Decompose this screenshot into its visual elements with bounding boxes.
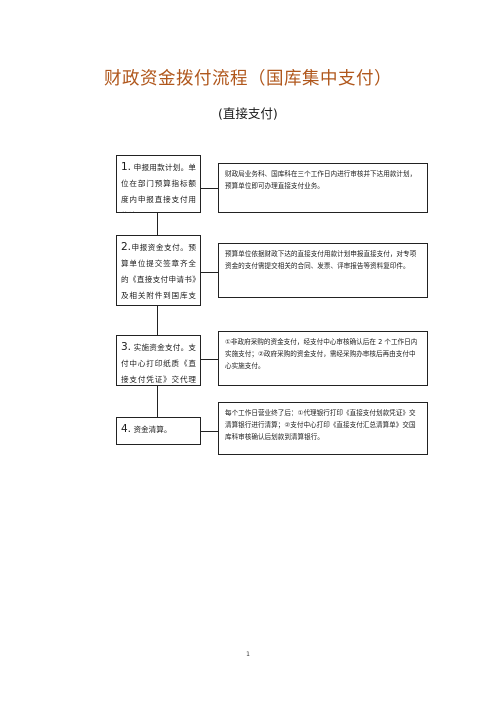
step-box-1: 1. 申报用款计划。单位在部门预算指标额度内申报直接支付用款计 划	[116, 155, 201, 213]
document-subtitle: (直接支付)	[218, 106, 278, 121]
page-number: 1	[246, 651, 250, 658]
desc-box-2: 预算单位依据财政下达的直接支付用款计划申报直接支付，对专项资金的支付需提交相关的…	[218, 243, 428, 298]
desc-box-4: 每个工作日营业终了后：①代理银行打印《直接支付划款凭证》交清算银行进行清算；②支…	[218, 402, 428, 455]
connector-3-4	[157, 386, 158, 417]
connector-step2-desc	[201, 272, 218, 273]
step-text: 资金清算。	[131, 425, 172, 434]
desc-text: 每个工作日营业终了后：①代理银行打印《直接支付划款凭证》交清算银行进行清算；②支…	[225, 409, 416, 441]
document-title: 财政资金拨付流程（国库集中支付）	[104, 69, 392, 89]
step-number: 1.	[121, 161, 132, 173]
step-text: 实施资金支付。支付中心打印纸质《直接支付凭证》交代理银行。	[121, 343, 196, 384]
step-box-2: 2.申报资金支付。预算单位提交签章齐全的《直接支付申请书》及相关附件到国库支付中	[116, 235, 201, 306]
connector-step1-desc	[201, 188, 218, 189]
step-number: 4.	[121, 423, 132, 435]
desc-text: 预算单位依据财政下达的直接支付用款计划申报直接支付，对专项资金的支付需提交相关的…	[225, 250, 417, 270]
step-text: 申报用款计划。单位在部门预算指标额度内申报直接支付用款计	[121, 163, 196, 212]
step-box-4: 4. 资金清算。	[116, 417, 201, 445]
step-number: 2.	[121, 241, 132, 253]
desc-text: ①非政府采购的资金支付，经支付中心审核确认后在 2 个工作日内实施支付；②政府采…	[225, 338, 418, 370]
desc-text: 财政局业务科、国库科在三个工作日内进行审核并下达用款计划，预算单位即可办理直接支…	[225, 170, 417, 190]
step-box-3: 3. 实施资金支付。支付中心打印纸质《直接支付凭证》交代理银行。	[116, 335, 201, 386]
connector-1-2	[157, 213, 158, 235]
desc-box-1: 财政局业务科、国库科在三个工作日内进行审核并下达用款计划，预算单位即可办理直接支…	[218, 163, 428, 213]
desc-box-3: ①非政府采购的资金支付，经支付中心审核确认后在 2 个工作日内实施支付；②政府采…	[218, 331, 428, 386]
step-number: 3.	[121, 341, 132, 353]
connector-step3-desc	[201, 359, 218, 360]
connector-step4-desc	[201, 431, 218, 432]
step-text: 申报资金支付。预算单位提交签章齐全的《直接支付申请书》及相关附件到国库支付中	[121, 243, 196, 300]
connector-2-3	[157, 306, 158, 335]
